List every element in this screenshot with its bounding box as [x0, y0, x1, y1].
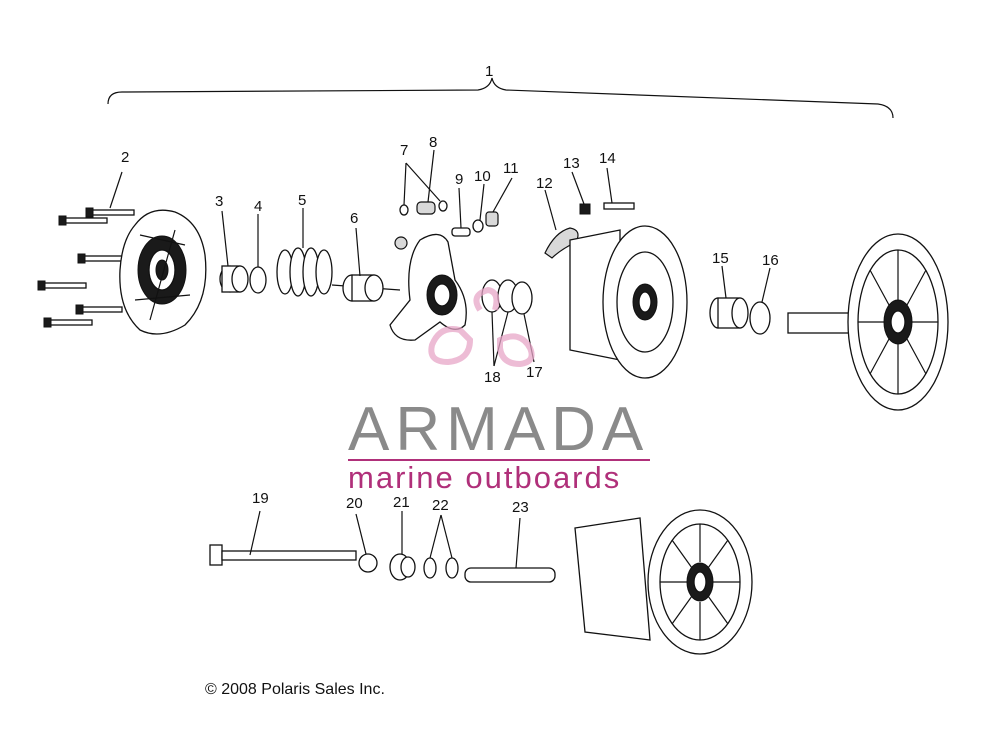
callout-20: 20 [346, 495, 363, 512]
bushing-6 [342, 274, 384, 302]
callout-9: 9 [455, 171, 463, 188]
callout-6: 6 [350, 210, 358, 227]
callout-1: 1 [485, 63, 493, 80]
callout-14: 14 [599, 150, 616, 167]
spring-5 [276, 247, 401, 297]
clutch-assembly [574, 509, 753, 655]
cover-plate [119, 209, 207, 335]
roller-8 [416, 201, 436, 215]
pin-9 [451, 227, 471, 237]
watermark-logo-mark [428, 286, 535, 368]
callout-10: 10 [474, 168, 491, 185]
watermark-subtitle: marine outboards [348, 460, 621, 495]
spider [389, 233, 467, 341]
callout-8: 8 [429, 134, 437, 151]
callout-13: 13 [563, 155, 580, 172]
bolts [37, 207, 135, 328]
bushing-11 [485, 211, 499, 227]
ring-22a [423, 557, 437, 579]
bolt-19 [209, 544, 357, 566]
callout-17: 17 [526, 364, 543, 381]
sleeve-23 [464, 567, 556, 583]
watermark-title: ARMADA [348, 395, 649, 464]
moveable-sheave [569, 225, 688, 379]
callout-16: 16 [762, 252, 779, 269]
callout-23: 23 [512, 499, 529, 516]
bushing-3 [219, 265, 249, 293]
callout-2: 2 [121, 149, 129, 166]
leader-lines [109, 149, 771, 569]
ring-22b [445, 557, 459, 579]
seals [481, 279, 533, 315]
callout-4: 4 [254, 198, 262, 215]
callout-5: 5 [298, 192, 306, 209]
ring-16 [749, 301, 771, 335]
bushing-21 [389, 553, 416, 581]
copyright-notice: © 2008 Polaris Sales Inc. [205, 681, 385, 698]
nut-13 [579, 203, 591, 215]
callout-15: 15 [712, 250, 729, 267]
callout-21: 21 [393, 494, 410, 511]
callout-22: 22 [432, 497, 449, 514]
callout-11: 11 [503, 160, 519, 177]
callout-19: 19 [252, 490, 269, 507]
assembly-bracket [107, 77, 894, 119]
ring-4 [249, 266, 267, 294]
washer-7a [399, 204, 409, 216]
washer-20 [358, 553, 378, 573]
weight-12 [544, 227, 579, 259]
fixed-sheave [787, 233, 949, 411]
callout-12: 12 [536, 175, 553, 192]
callout-7: 7 [400, 142, 408, 159]
callout-18: 18 [484, 369, 501, 386]
bolt-14 [603, 202, 635, 210]
washer-7b [438, 200, 448, 212]
callout-3: 3 [215, 193, 223, 210]
bushing-15 [709, 297, 749, 329]
washer-10 [472, 219, 484, 233]
